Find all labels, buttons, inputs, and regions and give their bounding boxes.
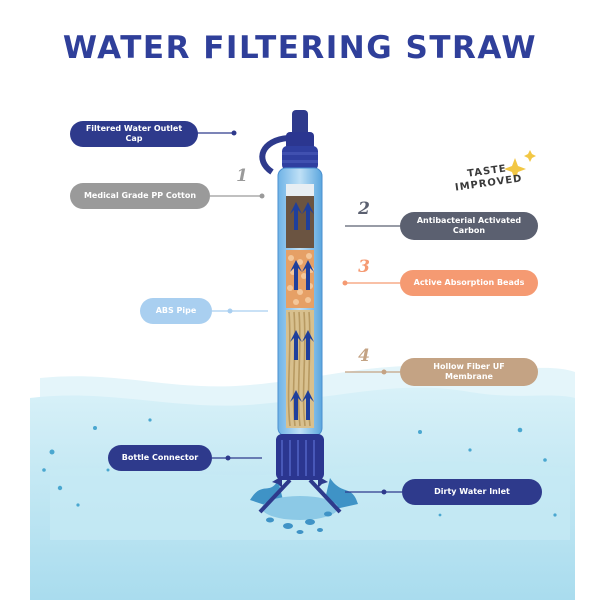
leader-lines: [196, 130, 402, 495]
sparkle-icon: [504, 150, 536, 180]
label-outlet-cap: Filtered Water Outlet Cap: [70, 121, 198, 147]
water-waves: [30, 365, 575, 600]
label-hollow-fiber-line1: Hollow Fiber UF: [433, 362, 505, 371]
label-hollow-fiber-line2: Membrane: [445, 372, 493, 381]
label-dirty-inlet-text: Dirty Water Inlet: [434, 487, 510, 496]
step-number-3: 3: [358, 257, 370, 277]
inlet-arrows: [254, 476, 346, 514]
step-number-4: 4: [358, 346, 370, 366]
outlet-cap: [282, 110, 318, 170]
label-carbon: Antibacterial Activated Carbon: [400, 212, 538, 240]
step-number-2: 2: [358, 199, 370, 219]
label-carbon-line2: Carbon: [452, 226, 486, 235]
flow-arrows: [290, 202, 314, 420]
label-dirty-inlet: Dirty Water Inlet: [402, 479, 542, 505]
label-pp-cotton-text: Medical Grade PP Cotton: [83, 191, 197, 200]
label-carbon-line1: Antibacterial Activated: [416, 216, 522, 225]
label-beads-text: Active Absorption Beads: [413, 278, 525, 287]
cap-tether: [259, 135, 289, 175]
page-title: WATER FILTERING STRAW: [62, 30, 538, 66]
label-pp-cotton: Medical Grade PP Cotton: [70, 183, 210, 209]
label-outlet-cap-text: Filtered Water Outlet Cap: [85, 124, 183, 143]
label-beads: Active Absorption Beads: [400, 270, 538, 296]
bottle-connector-part: [276, 434, 324, 480]
step-number-1: 1: [236, 166, 248, 186]
filter-tube: [277, 167, 323, 437]
label-bottle-connector-text: Bottle Connector: [121, 453, 199, 462]
label-abs-pipe-text: ABS Pipe: [155, 306, 197, 315]
label-abs-pipe: ABS Pipe: [140, 298, 212, 324]
label-hollow-fiber: Hollow Fiber UF Membrane: [400, 358, 538, 386]
label-bottle-connector: Bottle Connector: [108, 445, 212, 471]
